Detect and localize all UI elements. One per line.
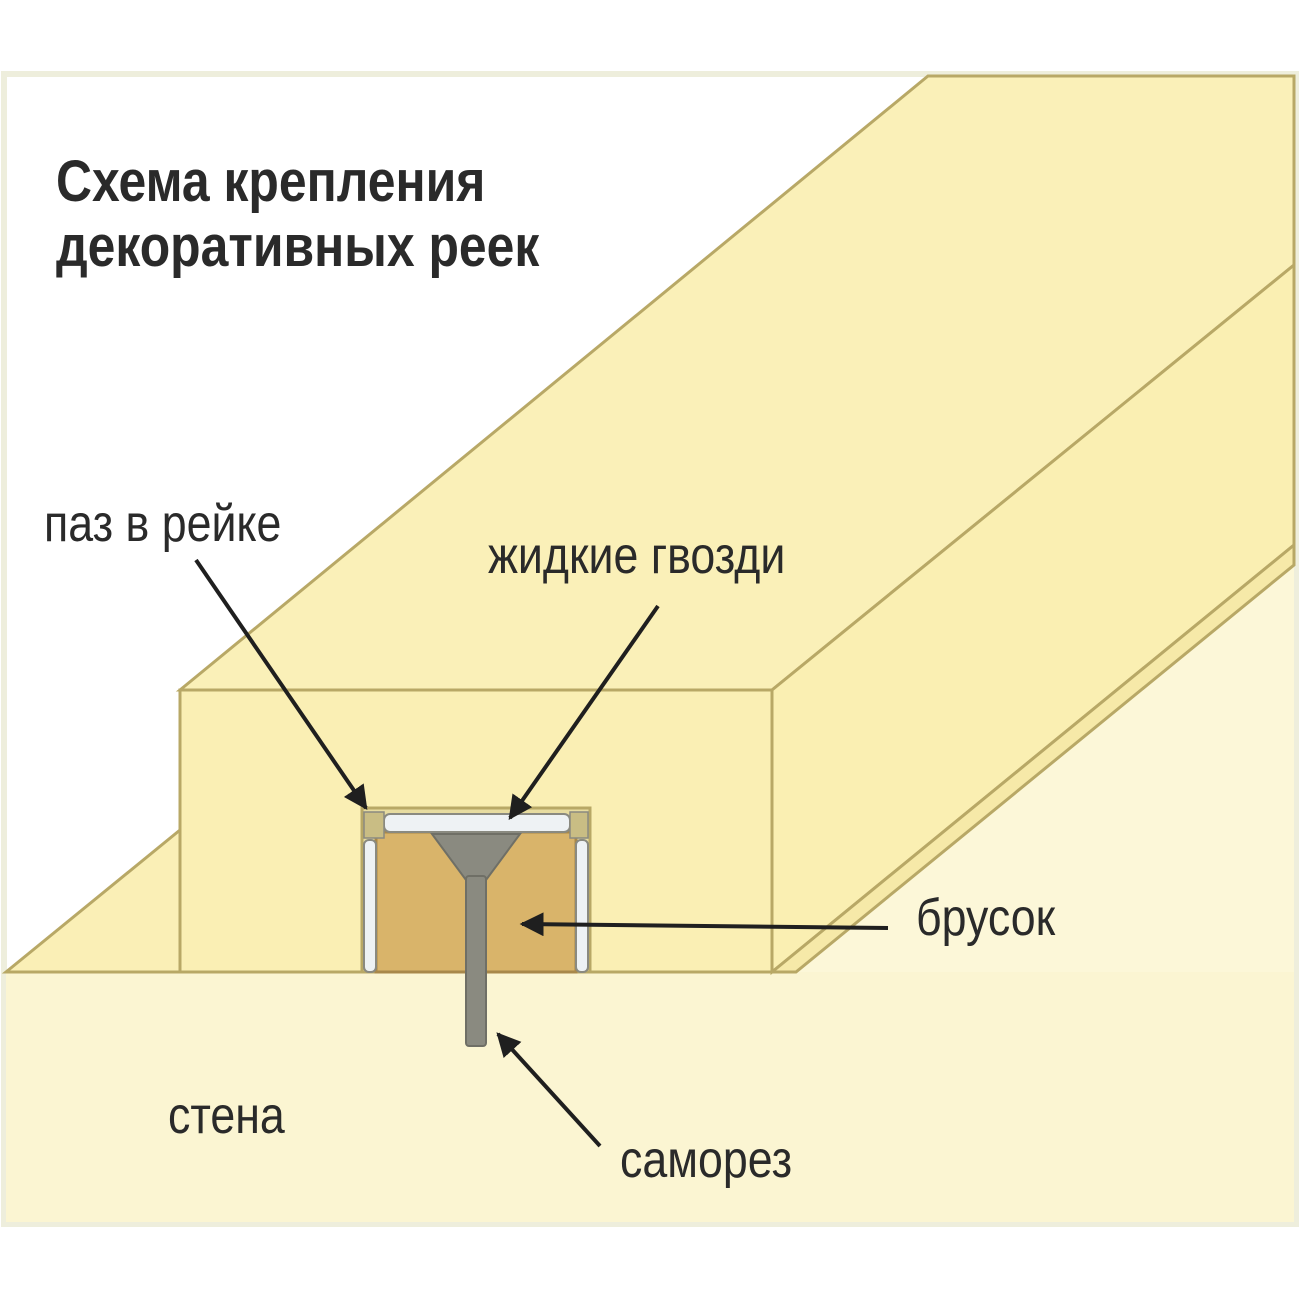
title-line-1: Схема крепления — [56, 149, 486, 214]
arrow-groove — [194, 558, 368, 810]
label-screw: саморез — [620, 1131, 793, 1189]
glue-right — [575, 839, 589, 973]
arrow-liquid-nails — [508, 604, 660, 820]
diagram-title: Схема крепления декоративных реек — [56, 149, 540, 280]
glue-left — [363, 839, 377, 973]
groove-corner-right — [569, 811, 589, 839]
title-line-2: декоративных реек — [56, 213, 540, 279]
groove-corner-left — [363, 811, 385, 839]
arrow-bar — [519, 912, 889, 937]
glue-top — [383, 813, 571, 833]
wall-surface — [6, 972, 1294, 1222]
label-wall: стена — [168, 1087, 285, 1145]
label-groove: паз в рейке — [44, 495, 282, 553]
screw-shaft — [465, 875, 487, 1047]
label-liquid-nails: жидкие гвозди — [488, 527, 786, 585]
back-slat-edge — [767, 541, 1296, 974]
label-bar: брусок — [916, 889, 1056, 947]
arrow-screw — [496, 1032, 602, 1148]
